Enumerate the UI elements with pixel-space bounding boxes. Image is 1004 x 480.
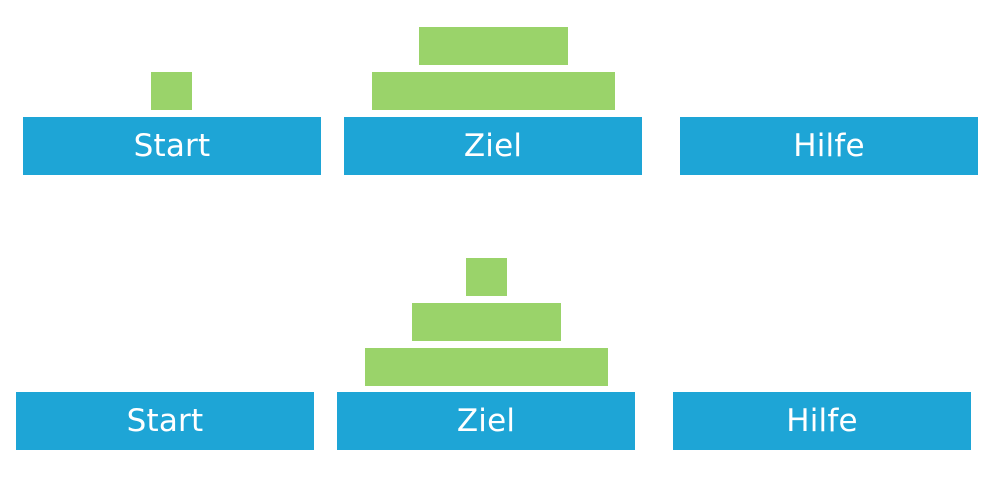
disk-medium [412, 303, 561, 341]
disk-large [365, 348, 608, 386]
disk-small [466, 258, 507, 296]
peg-start: Start [23, 117, 321, 175]
disk-medium [419, 27, 568, 65]
peg-label: Ziel [463, 128, 523, 164]
peg-label: Hilfe [786, 403, 858, 439]
peg-label: Hilfe [793, 128, 865, 164]
peg-hilfe: Hilfe [673, 392, 971, 450]
top-state: Start Ziel Hilfe [0, 0, 1004, 190]
peg-label: Ziel [456, 403, 516, 439]
peg-start: Start [16, 392, 314, 450]
peg-hilfe: Hilfe [680, 117, 978, 175]
disk-small [151, 72, 192, 110]
peg-label: Start [126, 403, 204, 439]
peg-ziel: Ziel [337, 392, 635, 450]
disk-large [372, 72, 615, 110]
peg-label: Start [133, 128, 211, 164]
peg-ziel: Ziel [344, 117, 642, 175]
